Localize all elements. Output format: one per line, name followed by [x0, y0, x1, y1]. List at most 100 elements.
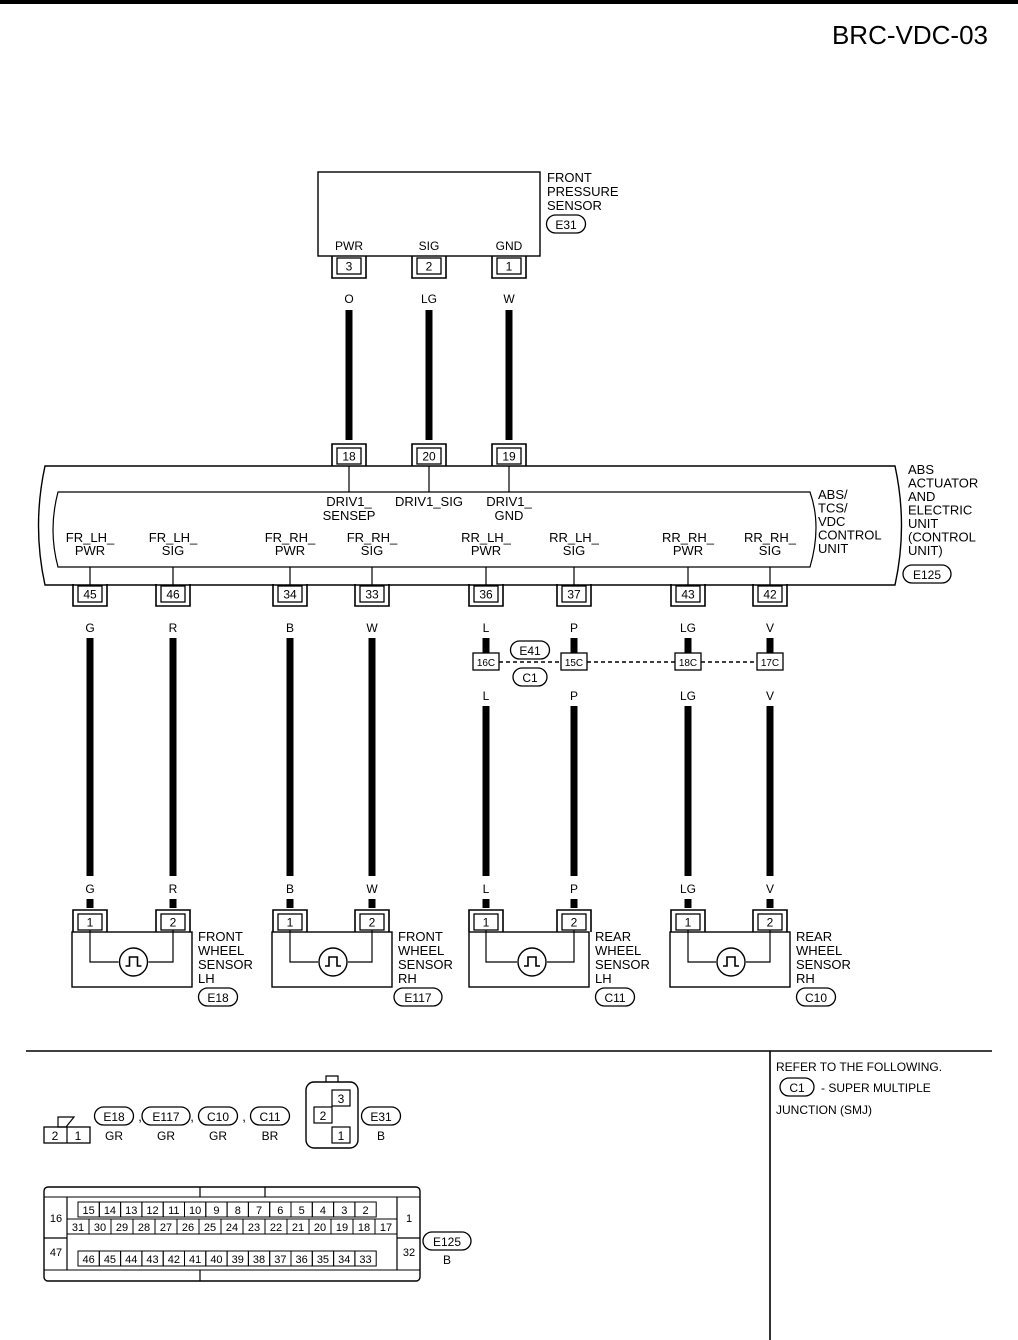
- legend-pin: 12: [146, 1205, 158, 1217]
- legend-pin: 15: [83, 1205, 95, 1217]
- pin-number: 1: [483, 916, 490, 930]
- control-unit-pin-label: SIG: [759, 543, 781, 558]
- pressure-sensor-terminal: 2: [411, 256, 447, 279]
- wire-color-label: L: [483, 689, 490, 703]
- wheel-sensor-name: SENSOR: [198, 957, 253, 972]
- connector-id: C1: [522, 671, 538, 685]
- internal-lead: [485, 930, 517, 963]
- connector-id: E125: [433, 1235, 461, 1249]
- wire-color-label: R: [169, 882, 178, 896]
- wire-color-label: LG: [421, 292, 437, 306]
- legend-color: GR: [209, 1129, 227, 1143]
- pin-number: 18: [342, 450, 356, 464]
- pin-function-label: GND: [496, 239, 523, 253]
- internal-lead: [547, 930, 575, 963]
- actuator-unit-name: UNIT: [908, 516, 938, 531]
- legend-connector: E117: [141, 1106, 191, 1126]
- wheel-sensor-terminal: 2: [752, 909, 788, 932]
- wheel-sensor-name: FRONT: [398, 929, 443, 944]
- page-id: BRC-VDC-03: [832, 20, 988, 50]
- internal-lead: [687, 930, 716, 963]
- control-unit-name: CONTROL: [818, 528, 882, 543]
- legend-pin: 47: [50, 1247, 62, 1259]
- pin-number: 43: [681, 588, 695, 602]
- wheel-sensor-box: [669, 931, 791, 988]
- connector-id: E41: [519, 644, 541, 658]
- wheel-sensor-connector: C11: [594, 987, 636, 1007]
- control-unit-lower-terminal: 43: [670, 584, 706, 607]
- legend-pin: 5: [299, 1205, 305, 1217]
- legend-connector: E31: [360, 1106, 402, 1126]
- control-unit-pin-label: RR_RH_: [662, 530, 715, 545]
- pin-number: 2: [170, 916, 177, 930]
- connector-id: C10: [805, 991, 827, 1005]
- legend-pin: 36: [296, 1254, 308, 1266]
- legend-pin: 13: [125, 1205, 137, 1217]
- legend-pin: 10: [189, 1205, 201, 1217]
- wheel-sensor-terminal: 1: [670, 909, 706, 932]
- pin-number: 20: [422, 450, 436, 464]
- pulse-wave-icon: [723, 956, 739, 967]
- wire-color-label: L: [483, 621, 490, 635]
- legend-pin: 3: [341, 1205, 347, 1217]
- pin-function-label: PWR: [335, 239, 363, 253]
- pin-number: 1: [87, 916, 94, 930]
- pin-number: 1: [506, 260, 513, 274]
- legend-pin: 21: [292, 1222, 304, 1234]
- legend-pin: 9: [213, 1205, 219, 1217]
- connector-id: E31: [555, 218, 577, 232]
- pulse-generator-icon: [517, 947, 547, 977]
- legend-pin: 29: [116, 1222, 128, 1234]
- pulse-wave-icon: [325, 956, 341, 967]
- connector-id: E117: [404, 991, 431, 1005]
- actuator-unit-name: ACTUATOR: [908, 476, 978, 491]
- connector-id: C10: [207, 1110, 229, 1124]
- junction-connector: C1: [512, 667, 548, 687]
- pulse-generator-icon: [716, 947, 746, 977]
- legend-pin: 46: [83, 1254, 95, 1266]
- wire-color-label: L: [483, 882, 490, 896]
- legend-pin: 37: [274, 1254, 286, 1266]
- three-pin-latch-icon: [325, 1075, 339, 1082]
- pin-number: 2: [571, 916, 578, 930]
- legend-pin: 41: [189, 1254, 201, 1266]
- wheel-sensor-terminal: 2: [354, 909, 390, 932]
- pin-number: 1: [685, 916, 692, 930]
- pin-number: 42: [763, 588, 777, 602]
- control-unit-pin-label: PWR: [275, 543, 305, 558]
- wheel-sensor-name: RH: [398, 971, 417, 986]
- legend-pin: 35: [317, 1254, 329, 1266]
- actuator-unit-name: UNIT): [908, 543, 943, 558]
- control-unit-name: TCS/: [818, 501, 848, 516]
- wire-color-label: P: [570, 882, 578, 896]
- pulse-generator-icon: [318, 947, 348, 977]
- wheel-sensor-box: [271, 931, 393, 988]
- wire-color-label: G: [85, 621, 94, 635]
- legend-connector: C10: [197, 1106, 239, 1126]
- connector-id: C11: [604, 991, 625, 1005]
- legend-pin: 2: [362, 1205, 368, 1217]
- pressure-sensor-terminal: 3: [331, 256, 367, 279]
- wheel-sensor-connector: E18: [197, 987, 239, 1007]
- wheel-sensor-name: RH: [796, 971, 815, 986]
- legend-pin: 17: [380, 1222, 392, 1234]
- legend-pin: 2: [320, 1109, 327, 1123]
- wheel-sensor-name: FRONT: [198, 929, 243, 944]
- junction-pin-number: 17C: [761, 658, 779, 669]
- control-unit-pin-label: SIG: [563, 543, 585, 558]
- control-unit-upper-terminal: 20: [411, 443, 447, 466]
- pin-number: 19: [502, 450, 516, 464]
- internal-lead: [348, 930, 373, 963]
- legend-pin: 30: [94, 1222, 106, 1234]
- pin-number: 36: [479, 588, 493, 602]
- wheel-sensor-connector: C10: [795, 987, 837, 1007]
- legend-separator: ,: [190, 1109, 194, 1124]
- control-unit-pin-label: GND: [495, 508, 524, 523]
- control-unit-pin-label: PWR: [75, 543, 105, 558]
- legend-pin-box: [374, 1218, 398, 1235]
- legend-pin: 25: [204, 1222, 216, 1234]
- legend-pin: 11: [168, 1205, 179, 1217]
- wheel-sensor-name: SENSOR: [595, 957, 650, 972]
- legend-pin: 28: [138, 1222, 150, 1234]
